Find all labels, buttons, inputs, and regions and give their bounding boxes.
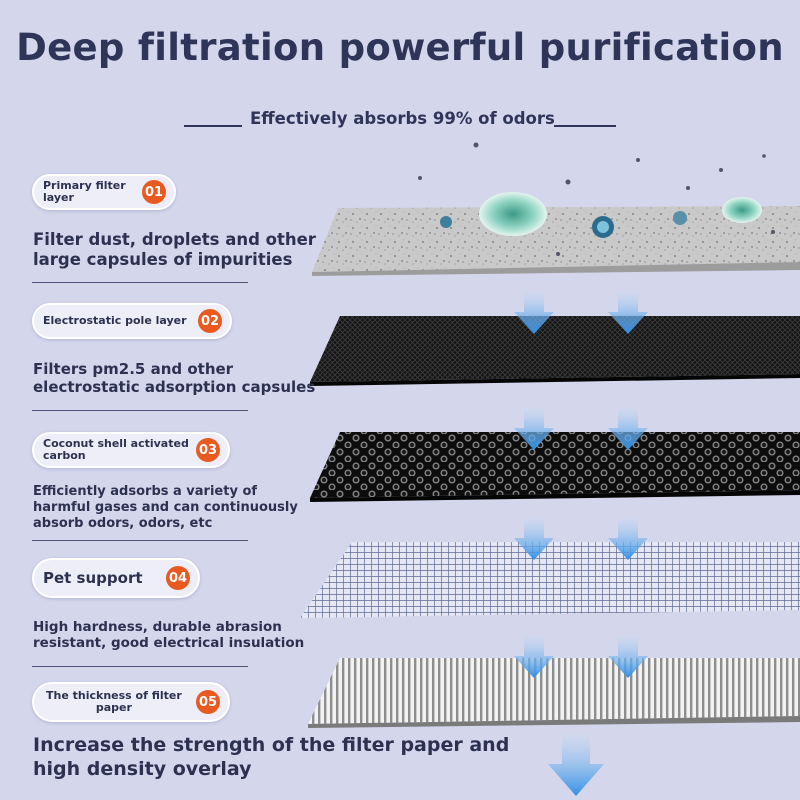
- divider: [32, 282, 248, 283]
- layer-badge-04: Pet support 04: [32, 558, 200, 598]
- layer-label: Primary filter layer: [43, 179, 126, 204]
- divider: [32, 540, 248, 541]
- subtitle-block: Effectively absorbs 99% of odors: [184, 108, 616, 134]
- bacteria-icon: [418, 142, 775, 256]
- carbon-layer: [310, 432, 800, 502]
- layer-badge-05: The thickness of filter paper 05: [32, 682, 230, 722]
- layer-description: Efficiently adsorbs a variety of harmful…: [33, 484, 298, 531]
- layer-description: High hardness, durable abrasion resistan…: [33, 619, 305, 651]
- electrostatic-layer: [310, 316, 800, 386]
- divider: [32, 666, 248, 667]
- layer-number: 03: [196, 438, 220, 462]
- layer-label: Coconut shell activated carbon: [43, 437, 189, 462]
- subtitle: Effectively absorbs 99% of odors: [250, 109, 555, 128]
- subtitle-rule-left: [184, 125, 242, 127]
- layer-label: Pet support: [43, 569, 143, 587]
- down-arrow-icon: [514, 292, 648, 796]
- layer-number: 04: [166, 566, 190, 590]
- layer-number: 02: [198, 309, 222, 333]
- layer-label: Electrostatic pole layer: [43, 314, 187, 327]
- layer-badge-03: Coconut shell activated carbon 03: [32, 432, 230, 468]
- layer-number: 01: [142, 180, 166, 204]
- layer-description: Filter dust, droplets and other large ca…: [33, 230, 316, 269]
- layer-number: 05: [196, 690, 220, 714]
- pet-support-layer: [300, 542, 800, 618]
- filter-paper-layer: [308, 658, 800, 728]
- page-title: Deep filtration powerful purification: [16, 26, 784, 69]
- divider: [32, 410, 248, 411]
- layer-badge-02: Electrostatic pole layer 02: [32, 303, 232, 339]
- layer-description: Filters pm2.5 and other electrostatic ad…: [33, 360, 316, 396]
- layer-description: Increase the strength of the filter pape…: [33, 734, 510, 780]
- layer-label: The thickness of filter paper: [46, 689, 182, 714]
- layer-badge-01: Primary filter layer 01: [32, 174, 176, 210]
- subtitle-rule-right: [554, 125, 616, 127]
